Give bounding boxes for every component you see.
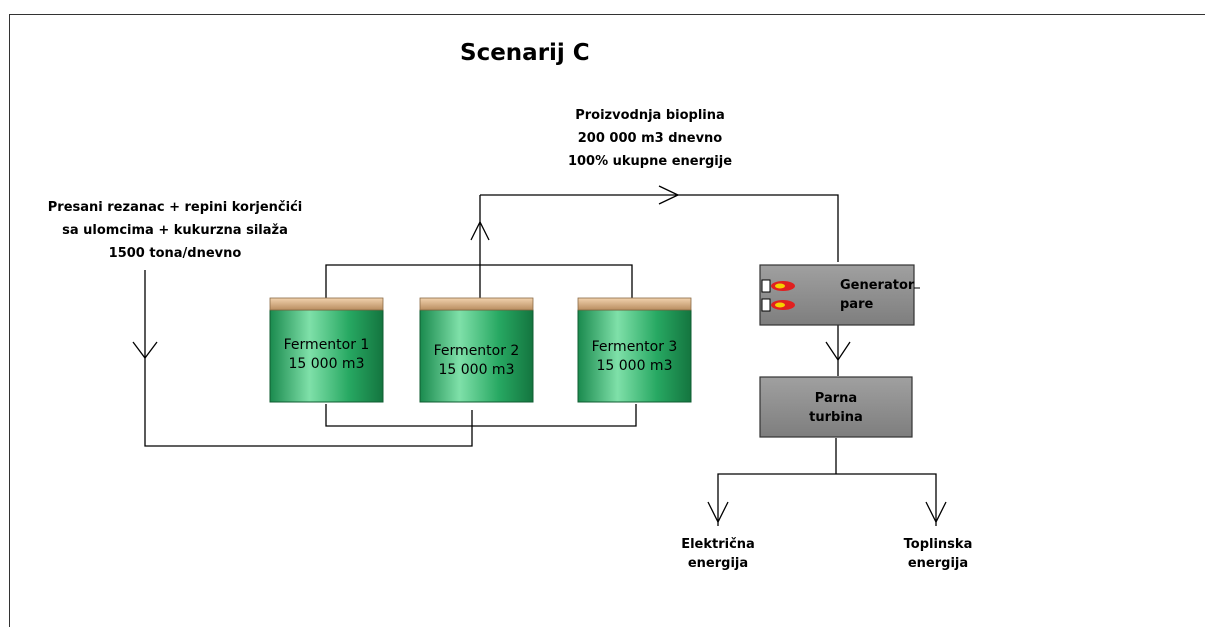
top-manifold (325, 264, 633, 298)
fermentor-1-label: Fermentor 1 15 000 m3 (270, 336, 383, 374)
fermentor-name: Fermentor 3 (591, 339, 678, 355)
turbine-line-2: turbina (809, 410, 863, 425)
flow-lines (132, 185, 947, 526)
input-line-3: 1500 tona/dnevno (108, 246, 242, 261)
fermentor-volume: 15 000 m3 (596, 358, 673, 374)
steam-generator (759, 264, 920, 326)
turbine-label: Parna turbina (760, 389, 912, 427)
biogas-arrow (658, 185, 680, 205)
input-label: Presani rezanac + repini korjenčići sa u… (20, 196, 330, 265)
burner-icon (761, 298, 771, 312)
flame-icon (775, 302, 785, 308)
feed-arrow (132, 341, 158, 360)
generator-line-2: pare (840, 297, 874, 312)
flame-icon (775, 283, 785, 289)
generator-line-1: Generator (840, 278, 915, 293)
thermal-output-label: Toplinska energija (878, 535, 998, 573)
fermentor-name: Fermentor 1 (283, 337, 370, 353)
fermentor-volume: 15 000 m3 (288, 356, 365, 372)
electric-arrow (707, 501, 729, 524)
fermentor-3-label: Fermentor 3 15 000 m3 (578, 338, 691, 376)
thermal-line-1: Toplinska (903, 537, 973, 552)
thermal-arrow (925, 501, 947, 524)
fermentor-tank-1 (269, 297, 384, 403)
biogas-line (480, 194, 839, 262)
input-line-1: Presani rezanac + repini korjenčići (47, 200, 303, 215)
electric-line-2: energija (687, 556, 749, 571)
thermal-line-2: energija (907, 556, 969, 571)
generator-label: Generator pare (840, 276, 914, 314)
fermentor-volume: 15 000 m3 (438, 362, 515, 378)
bottom-manifold (325, 404, 637, 427)
output-split (717, 473, 937, 526)
biogas-line-3: 100% ukupne energije (567, 154, 733, 169)
turbine-line-1: Parna (814, 391, 858, 406)
fermentor-tank-3 (577, 297, 692, 403)
biogas-line-2: 200 000 m3 dnevno (577, 131, 723, 146)
fermentor-tank-2 (419, 297, 534, 403)
steam-turbine (759, 376, 913, 438)
biogas-label: Proizvodnja bioplina 200 000 m3 dnevno 1… (540, 104, 760, 173)
riser-arrow (470, 220, 490, 241)
electric-output-label: Električna energija (658, 535, 778, 573)
burner-icon (761, 279, 771, 293)
steam-arrow (825, 341, 851, 362)
fermentor-2-label: Fermentor 2 15 000 m3 (420, 342, 533, 380)
input-line-2: sa ulomcima + kukurzna silaža (62, 223, 288, 238)
diagram-frame (9, 14, 1205, 627)
page-title: Scenarij C (460, 40, 590, 66)
electric-line-1: Električna (681, 537, 755, 552)
biogas-line-1: Proizvodnja bioplina (575, 108, 725, 123)
fermentor-name: Fermentor 2 (433, 343, 520, 359)
